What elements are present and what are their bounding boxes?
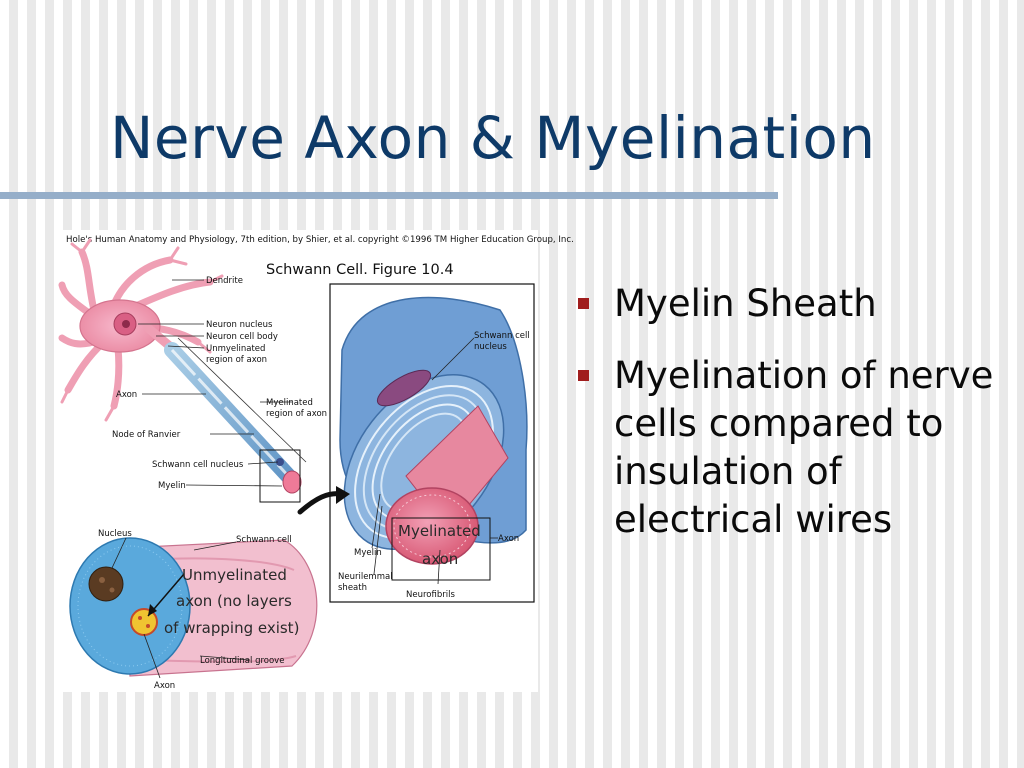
label-bottom-schwann-cell: Schwann cell xyxy=(236,535,292,545)
label-dendrite: Dendrite xyxy=(206,276,243,286)
label-myelin: Myelin xyxy=(158,481,186,491)
label-unmyelinated-region-2: region of axon xyxy=(206,355,267,365)
annotation-unmyelinated-axon-3: of wrapping exist) xyxy=(164,619,299,637)
label-bottom-nucleus: Nucleus xyxy=(98,529,132,539)
bullet-item: Myelin Sheath xyxy=(578,280,1008,328)
bullet-square-icon xyxy=(578,298,589,309)
label-myelinated-region-2: region of axon xyxy=(266,409,327,419)
annotation-unmyelinated-axon-1: Unmyelinated xyxy=(182,566,287,584)
bullet-text: Myelination of nerve cells compared to i… xyxy=(614,354,994,541)
annotation-myelinated-axon-1: Myelinated xyxy=(398,522,481,540)
label-zoom-axon: Axon xyxy=(498,534,519,544)
schwann-cell-figure: Hole's Human Anatomy and Physiology, 7th… xyxy=(58,230,574,692)
unmyelinated-axon-illustration xyxy=(69,537,318,679)
annotation-unmyelinated-axon-2: axon (no layers xyxy=(176,592,292,610)
neuron-leader-lines xyxy=(138,279,292,487)
bullet-item: Myelination of nerve cells compared to i… xyxy=(578,352,1008,544)
bullet-list: Myelin Sheath Myelination of nerve cells… xyxy=(578,280,1008,568)
label-axon: Axon xyxy=(116,390,137,400)
label-myelinated-region-1: Myelinated xyxy=(266,398,313,408)
label-neuron-nucleus: Neuron nucleus xyxy=(206,320,273,330)
label-node-of-ranvier: Node of Ranvier xyxy=(112,430,181,440)
label-neurilemmal-sheath-2: sheath xyxy=(338,583,367,593)
bullet-text: Myelin Sheath xyxy=(614,282,877,325)
label-neurofibrils: Neurofibrils xyxy=(406,590,455,600)
title-divider xyxy=(0,192,778,199)
figure-drawing: Hole's Human Anatomy and Physiology, 7th… xyxy=(58,235,574,691)
label-longitudinal-groove: Longitudinal groove xyxy=(200,656,284,666)
label-schwann-cell-nucleus: Schwann cell nucleus xyxy=(152,460,244,470)
slide-title: Nerve Axon & Myelination xyxy=(110,104,876,172)
myelinated-axon-zoom xyxy=(297,283,535,603)
label-zoom-myelin: Myelin xyxy=(354,548,382,558)
figure-heading: Schwann Cell. Figure 10.4 xyxy=(266,262,454,278)
neuron-illustration xyxy=(58,238,307,503)
bullet-square-icon xyxy=(578,370,589,381)
label-zoom-schwann-cell-nucleus-1: Schwann cell xyxy=(474,331,530,341)
label-neurilemmal-sheath-1: Neurilemmal xyxy=(338,572,393,582)
label-unmyelinated-region-1: Unmyelinated xyxy=(206,344,265,354)
annotation-myelinated-axon-2: axon xyxy=(422,550,458,568)
figure-credit: Hole's Human Anatomy and Physiology, 7th… xyxy=(66,235,574,245)
label-bottom-axon: Axon xyxy=(154,681,175,691)
label-neuron-cell-body: Neuron cell body xyxy=(206,332,278,342)
label-zoom-schwann-cell-nucleus-2: nucleus xyxy=(474,342,507,352)
